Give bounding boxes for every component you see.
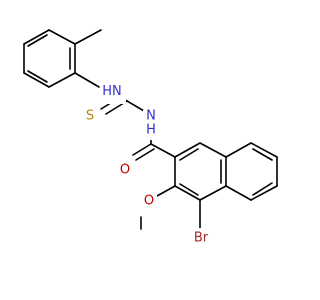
naphthalene-left-ring	[174, 142, 227, 201]
atom-labels: HN S N H O O Br	[82, 80, 212, 248]
bond	[156, 185, 176, 197]
bond	[250, 185, 278, 201]
atom-label-h: H	[102, 84, 112, 99]
bond	[252, 148, 273, 161]
bond	[126, 100, 145, 112]
bond	[174, 185, 201, 201]
bond	[225, 185, 252, 201]
atom-label-br: Br	[194, 231, 209, 246]
atom-label-nh-lower-h: H	[146, 123, 156, 138]
bond	[48, 72, 76, 88]
methyl-bond	[74, 29, 102, 45]
carbonyl-double-bond	[135, 148, 155, 161]
bond	[199, 185, 227, 201]
bond	[23, 29, 50, 45]
label-mask	[117, 160, 133, 180]
tolyl-ring	[23, 29, 76, 88]
bond	[199, 142, 227, 158]
bond	[23, 72, 50, 88]
atom-label-o-carbonyl: O	[120, 163, 130, 178]
bond	[225, 142, 252, 158]
atom-label-s: S	[86, 109, 94, 124]
bond	[27, 70, 48, 83]
atom-label-o-methoxy: O	[144, 194, 154, 209]
label-mask	[141, 191, 157, 211]
molecule-structure-diagram: HN S N H O O Br	[23, 29, 278, 248]
atom-label-nh-upper: HN	[102, 84, 122, 99]
label-mask	[82, 106, 98, 126]
bond	[250, 142, 278, 158]
bond	[27, 34, 48, 47]
bond	[150, 143, 176, 158]
naphthalene-right-ring	[225, 142, 278, 201]
bond	[174, 142, 201, 158]
bond	[179, 148, 199, 161]
label-mask	[190, 228, 212, 248]
bond	[252, 182, 273, 196]
bond	[74, 72, 100, 88]
bond	[48, 29, 76, 45]
label-mask	[143, 110, 161, 140]
atom-label-nh-lower-n: N	[146, 109, 156, 124]
label-mask	[100, 80, 126, 104]
carbonyl-double-bond	[132, 143, 152, 156]
atom-label-n: N	[112, 84, 122, 99]
bond	[179, 183, 199, 196]
